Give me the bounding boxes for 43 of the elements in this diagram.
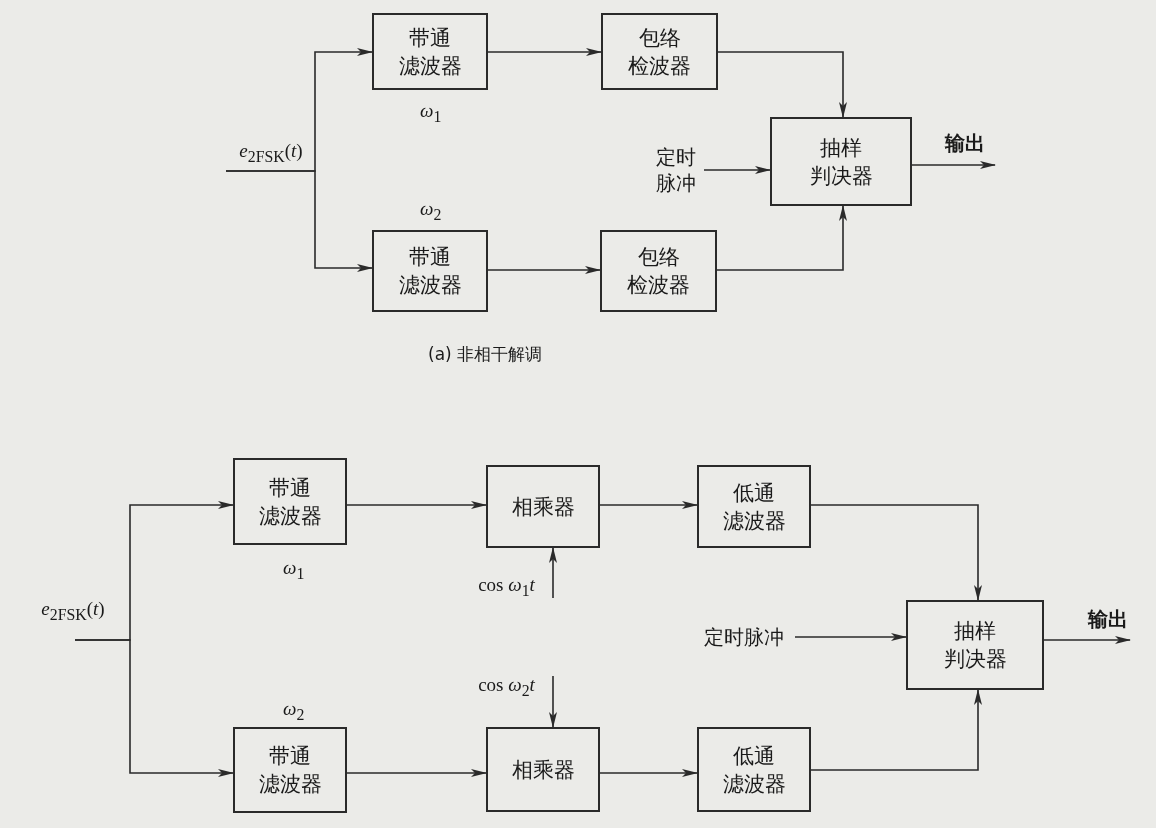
- arrow: [599, 769, 698, 777]
- multiplier-box: 相乘器: [486, 727, 600, 812]
- arrow: [810, 689, 982, 771]
- frequency-label: ω$_{1}$: [420, 100, 442, 126]
- input-signal-label: e$_{2FSK}$(t): [226, 140, 316, 171]
- timing-pulse-label: 定时脉冲: [648, 143, 704, 197]
- arrow: [346, 501, 487, 509]
- arrow: [810, 504, 982, 601]
- output-label: 输出: [945, 130, 985, 156]
- arrow: [487, 266, 601, 274]
- arrow: [549, 547, 557, 599]
- arrow: [794, 633, 907, 641]
- filter-box: 低通滤波器: [697, 465, 811, 548]
- arrow: [599, 501, 698, 509]
- arrow: [346, 769, 487, 777]
- multiplier-box: 相乘器: [486, 465, 600, 548]
- arrow: [74, 639, 234, 777]
- frequency-label: ω$_{2}$: [283, 698, 305, 724]
- decision-box: 抽样判决器: [770, 117, 912, 206]
- arrow: [703, 166, 771, 174]
- carrier-label: cos ω$_{1}$t: [460, 574, 553, 600]
- arrow: [716, 205, 847, 271]
- detector-box: 包络检波器: [601, 13, 718, 90]
- arrow: [1043, 636, 1131, 644]
- arrow: [225, 170, 373, 272]
- caption: (a) 非相干解调: [428, 343, 543, 366]
- input-signal-label: e$_{2FSK}$(t): [20, 598, 126, 640]
- arrow: [487, 48, 602, 56]
- frequency-label: ω$_{1}$: [283, 557, 305, 583]
- filter-box: 低通滤波器: [697, 727, 811, 812]
- output-label: 输出: [1088, 606, 1128, 632]
- detector-box: 包络检波器: [600, 230, 717, 312]
- frequency-label: ω$_{2}$: [420, 198, 442, 224]
- arrow: [549, 675, 557, 728]
- filter-box: 带通滤波器: [233, 458, 347, 545]
- timing-pulse-label: 定时脉冲: [693, 622, 795, 652]
- filter-box: 带通滤波器: [372, 13, 488, 90]
- arrow: [717, 51, 847, 118]
- arrow: [911, 161, 996, 169]
- filter-box: 带通滤波器: [372, 230, 488, 312]
- filter-box: 带通滤波器: [233, 727, 347, 813]
- decision-box: 抽样判决器: [906, 600, 1044, 690]
- carrier-label: cos ω$_{2}$t: [460, 674, 553, 700]
